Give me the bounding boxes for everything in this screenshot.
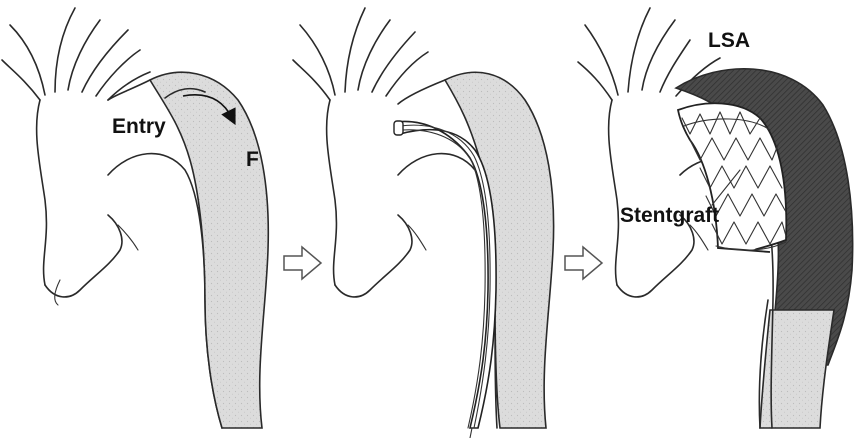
false-lumen-2 — [445, 72, 554, 428]
heart-root-outline — [45, 215, 122, 297]
branch-vessels-2 — [293, 8, 428, 100]
false-lumen — [150, 72, 268, 428]
delivery-catheter — [394, 121, 496, 438]
panel-dissection: Entry F — [2, 8, 268, 428]
step-arrow-2-icon — [565, 247, 602, 279]
label-stentgraft: Stentgraft — [620, 204, 719, 227]
ascending-aorta-outline — [37, 100, 47, 285]
branch-vessels — [2, 8, 150, 100]
label-entry: Entry — [112, 115, 166, 138]
panel-delivery — [293, 8, 554, 438]
label-false-lumen: F — [246, 148, 259, 171]
panel-stentgraft: LSA Stentgraft — [578, 8, 853, 428]
label-lsa: LSA — [708, 29, 750, 52]
step-arrow-1-icon — [284, 247, 321, 279]
